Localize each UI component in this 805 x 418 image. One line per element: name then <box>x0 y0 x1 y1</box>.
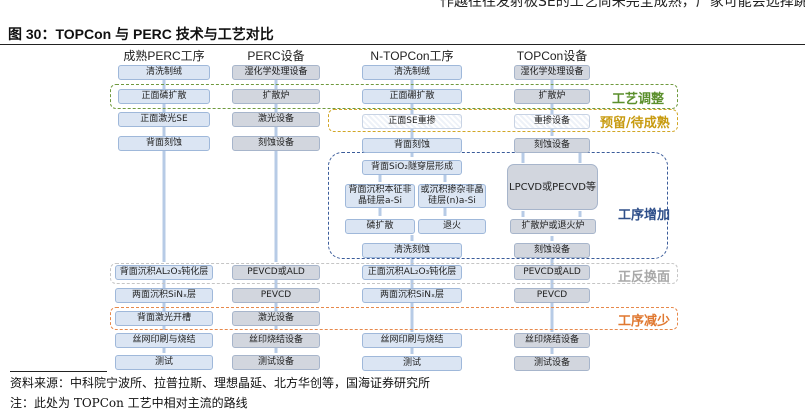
topcon-equipment: 丝印烧结设备 <box>514 333 590 348</box>
topcon-step: 磷扩散 <box>345 219 415 234</box>
group-label-flip-side: 正反换面 <box>618 270 671 285</box>
perc-equipment: PEVCD <box>232 288 320 303</box>
topcon-equipment: 湿化学处理设备 <box>514 65 590 80</box>
topcon-step: 清洗制绒 <box>362 65 462 80</box>
title-rule <box>0 44 805 45</box>
column-header-topcon-process: N-TOPCon工序 <box>370 49 454 63</box>
group-label-process-added: 工序增加 <box>618 208 671 223</box>
figure-title: 图 30：TOPCon 与 PERC 技术与工艺对比 <box>8 26 274 42</box>
topcon-step: 正面硼扩散 <box>362 89 462 104</box>
topcon-equipment: 扩散炉或退火炉 <box>510 219 596 234</box>
footnote: 注：此处为 TOPCon 工艺中相对主流的路线 <box>10 396 248 410</box>
group-label-process-adjust: 工艺调整 <box>612 92 665 107</box>
perc-step: 两面沉积SiNₓ层 <box>115 288 213 303</box>
topcon-equipment: 扩散炉 <box>514 89 590 104</box>
topcon-step: 正面沉积AL₂O₃钝化层 <box>362 265 462 280</box>
group-frame-reserved <box>328 109 678 132</box>
perc-equipment: 湿化学处理设备 <box>232 65 320 80</box>
group-label-reserved: 预留/待成熟 <box>600 116 670 131</box>
topcon-equipment: 重掺设备 <box>514 114 590 129</box>
perc-step: 测试 <box>115 355 213 370</box>
column-header-topcon-equipment: TOPCon设备 <box>516 49 588 63</box>
topcon-step: 正面SE重掺 <box>362 114 462 129</box>
topcon-step: 背面沉积本征非晶硅层a-Si <box>345 184 415 208</box>
group-label-process-reduced: 工序减少 <box>618 314 671 329</box>
topcon-equipment: 测试设备 <box>514 356 590 371</box>
topcon-step: 清洗刻蚀 <box>362 243 462 258</box>
body-text-fragment: 作越往往发射极SE的工艺尚未完全成熟，厂家可能会选择跳过。 <box>440 0 805 10</box>
topcon-equipment: 刻蚀设备 <box>514 138 590 153</box>
topcon-step: 丝网印刷与烧结 <box>362 333 462 348</box>
perc-equipment: 扩散炉 <box>232 89 320 104</box>
topcon-step: 测试 <box>362 356 462 371</box>
group-frame-process-adjust <box>110 84 678 109</box>
perc-equipment: 激光设备 <box>232 311 320 326</box>
perc-equipment: 丝印烧结设备 <box>232 333 320 348</box>
perc-step: 背面刻蚀 <box>118 136 210 151</box>
perc-equipment: 激光设备 <box>232 112 320 127</box>
perc-step: 背面激光开槽 <box>115 311 213 326</box>
column-header-perc-equipment: PERC设备 <box>247 49 305 63</box>
perc-step: 正面激光SE <box>118 112 210 127</box>
topcon-equipment: PEVCD <box>514 288 590 303</box>
topcon-equipment: 刻蚀设备 <box>514 243 590 258</box>
perc-step: 正面磷扩散 <box>118 89 210 104</box>
column-header-perc-process: 成熟PERC工序 <box>123 49 205 63</box>
perc-equipment: PEVCD或ALD <box>232 265 320 280</box>
footer-rule <box>10 371 107 372</box>
source-note: 资料来源：中科院宁波所、拉普拉斯、理想晶延、北方华创等，国海证券研究所 <box>10 376 431 390</box>
perc-equipment: 测试设备 <box>232 355 320 370</box>
topcon-step: 两面沉积SiNₓ层 <box>362 288 462 303</box>
perc-equipment: 刻蚀设备 <box>232 136 320 151</box>
topcon-equipment: PEVCD或ALD <box>514 265 590 280</box>
topcon-step: 退火 <box>418 219 486 234</box>
topcon-equipment: LPCVD或PECVD等 <box>507 164 598 210</box>
topcon-step: 或沉积掺杂非晶硅层(n)a-Si <box>418 184 486 208</box>
group-frame-process-reduced <box>110 307 678 330</box>
perc-step: 丝网印刷与烧结 <box>115 333 213 348</box>
topcon-step: 背面刻蚀 <box>362 138 462 153</box>
group-frame-flip-side <box>110 263 678 284</box>
topcon-step: 背面SiO₂隧穿层形成 <box>362 160 462 175</box>
group-frame-process-added <box>328 152 668 259</box>
perc-step: 背面沉积AL₂O₃钝化层 <box>115 265 213 280</box>
perc-step: 清洗制绒 <box>118 65 210 80</box>
